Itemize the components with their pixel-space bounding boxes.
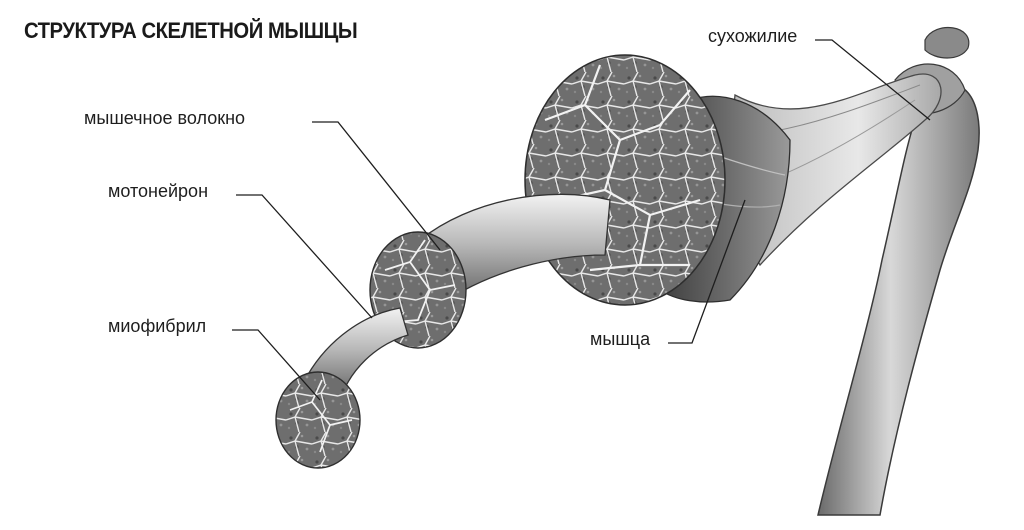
muscle (524, 54, 791, 306)
label-myofibril: миофибрил (108, 316, 207, 336)
label-motor-neuron: мотонейрон (108, 181, 209, 201)
label-muscle-fiber: мышечное волокно (84, 108, 246, 128)
label-tendon: сухожилие (708, 26, 798, 46)
leader-muscle-fiber (312, 121, 441, 251)
leader-myofibril (232, 329, 321, 401)
myofibril (275, 307, 409, 469)
leader-lines (232, 39, 931, 401)
leader-motor-neuron (236, 194, 373, 319)
leader-tendon (815, 39, 931, 121)
diagram-title: СТРУКТУРА СКЕЛЕТНОЙ МЫШЦЫ (24, 18, 358, 43)
label-muscle: мышца (590, 329, 651, 349)
leader-muscle (668, 199, 746, 344)
